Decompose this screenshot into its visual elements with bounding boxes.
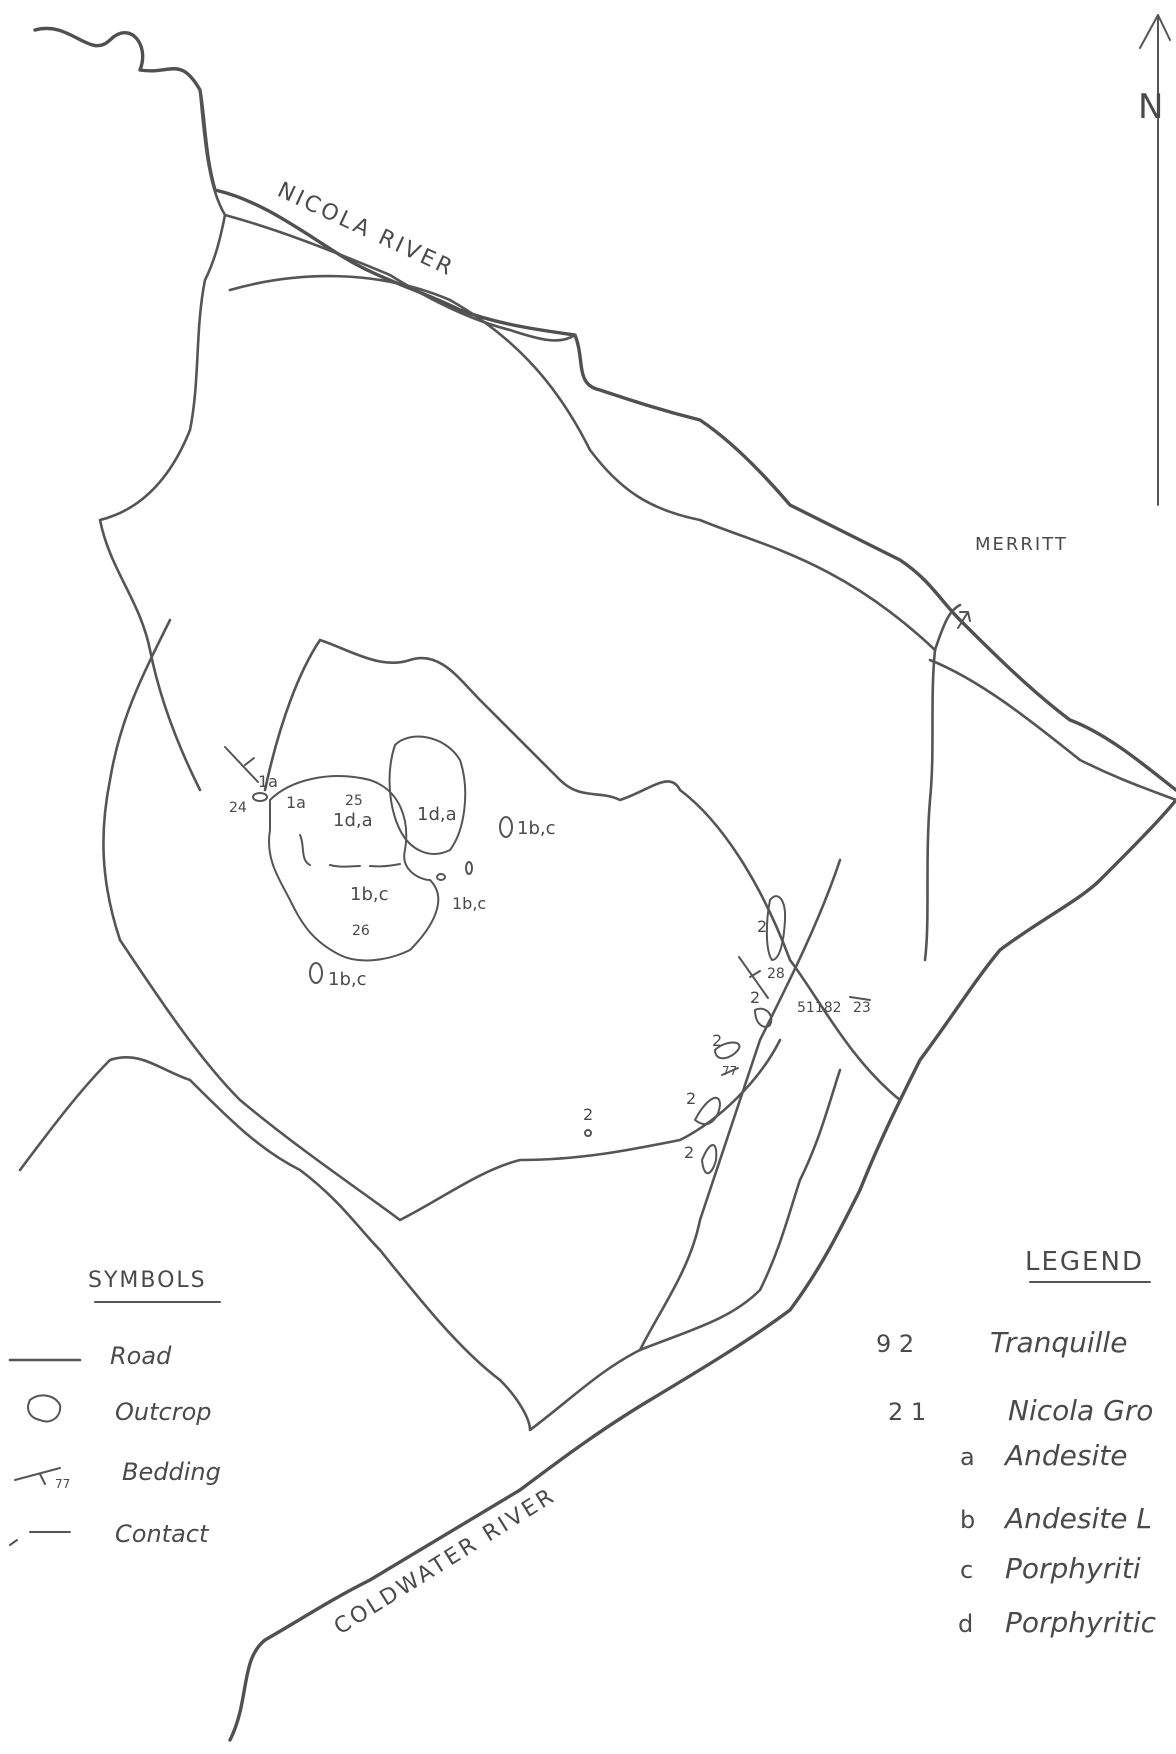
road-east-north-south <box>923 648 937 962</box>
legend-title: LEGEND <box>1025 1247 1144 1277</box>
merritt-arrow-icon <box>957 611 971 629</box>
label-23: 23 <box>853 1000 871 1016</box>
label-24: 24 <box>229 800 247 816</box>
legend-label-2: Nicola Gro <box>1008 1394 1153 1427</box>
label-1da-2: 1d,a <box>417 804 457 825</box>
symbol-outcrop-label: Outcrop <box>115 1398 212 1426</box>
bedding-symbol-east-23 <box>849 996 871 1001</box>
north-arrow-label: N <box>1138 87 1163 127</box>
legend-panel: LEGEND 9 2 Tranquille 2 1 Nicola Gro a A… <box>876 1247 1157 1639</box>
road-north-crossing <box>223 213 577 342</box>
outcrop-east-4 <box>694 1096 721 1125</box>
symbol-bedding-label: Bedding <box>122 1458 221 1486</box>
road-merritt-spur <box>933 603 962 652</box>
label-1bc-4: 1b,c <box>328 969 367 990</box>
legend-label-d: Porphyritic <box>1005 1606 1157 1639</box>
road-south-loop <box>378 1068 842 1432</box>
outcrop-dot-1 <box>252 792 268 802</box>
outcrop-dot-6 <box>584 1129 592 1137</box>
label-28: 28 <box>767 966 785 982</box>
label-2-d: 2 <box>686 1089 696 1108</box>
outcrop-dot-3 <box>436 873 446 881</box>
outcrop-dot-2 <box>499 816 513 838</box>
legend-code-1: 9 2 <box>876 1330 914 1358</box>
legend-label-b: Andesite L <box>1003 1502 1152 1535</box>
bedding-symbol-west <box>224 746 259 783</box>
road-northwest <box>98 88 227 792</box>
coldwater-river <box>228 798 1176 1742</box>
symbol-bedding-value: 77 <box>55 1477 70 1491</box>
outcrop-east-5 <box>701 1144 718 1175</box>
symbols-panel: SYMBOLS Road Outcrop 77 Bedding Contact <box>8 1268 221 1548</box>
symbols-title: SYMBOLS <box>88 1268 207 1293</box>
outcrop-east-2 <box>754 1007 773 1028</box>
north-arrow-head-icon <box>1139 14 1171 49</box>
coldwater-river-label: COLDWATER RIVER <box>330 1483 561 1640</box>
legend-code-a: a <box>960 1443 975 1471</box>
label-1a-2: 1a <box>286 793 306 812</box>
label-1da: 1d,a <box>333 810 373 831</box>
label-2-f: 2 <box>684 1143 694 1162</box>
label-2-c: 2 <box>712 1031 722 1050</box>
road-southeast <box>638 858 842 1352</box>
label-1a: 1a <box>258 772 278 791</box>
legend-label-1: Tranquille <box>990 1326 1127 1359</box>
symbol-contact-label: Contact <box>115 1520 210 1548</box>
contact-line-interior-2 <box>329 863 401 868</box>
outcrop-dot-5 <box>309 962 323 984</box>
outcrop-east-1 <box>765 895 787 961</box>
road-central-north <box>228 274 937 652</box>
road-inner-north <box>263 638 902 1102</box>
road-west-loop <box>102 618 782 1222</box>
outcrop-symbol-icon <box>27 1394 62 1423</box>
label-2: 2 <box>757 917 767 936</box>
label-2-e: 2 <box>583 1105 593 1124</box>
contact-symbol-icon <box>9 1531 71 1546</box>
label-2-b: 2 <box>750 988 760 1007</box>
label-1bc-2: 1b,c <box>350 884 389 905</box>
outcrop-east-3 <box>714 1041 741 1060</box>
label-51182: 51182 <box>797 1000 842 1016</box>
outcrop-dot-4 <box>465 861 473 875</box>
outcrop-north-central <box>388 735 467 855</box>
legend-label-a: Andesite <box>1003 1439 1127 1472</box>
label-1bc: 1b,c <box>517 818 556 839</box>
symbol-road-label: Road <box>110 1342 172 1370</box>
road-east-edge <box>928 658 1176 802</box>
outcrop-large-west <box>268 775 440 962</box>
legend-code-c: c <box>960 1556 973 1584</box>
label-1bc-3: 1b,c <box>452 894 486 913</box>
bedding-symbol-icon <box>14 1467 61 1485</box>
legend-label-c: Porphyriti <box>1005 1552 1141 1585</box>
contact-line-interior <box>299 834 311 866</box>
label-26: 26 <box>352 923 370 939</box>
legend-code-b: b <box>960 1506 975 1534</box>
merritt-label: MERRITT <box>975 534 1068 555</box>
bedding-symbol-east-77 <box>721 1067 739 1076</box>
legend-code-d: d <box>958 1610 973 1638</box>
bedding-symbol-east-28 <box>738 956 769 999</box>
label-77: 77 <box>722 1064 737 1078</box>
road-southwest <box>18 1055 382 1252</box>
legend-code-2: 2 1 <box>888 1398 926 1426</box>
label-25: 25 <box>345 793 363 809</box>
